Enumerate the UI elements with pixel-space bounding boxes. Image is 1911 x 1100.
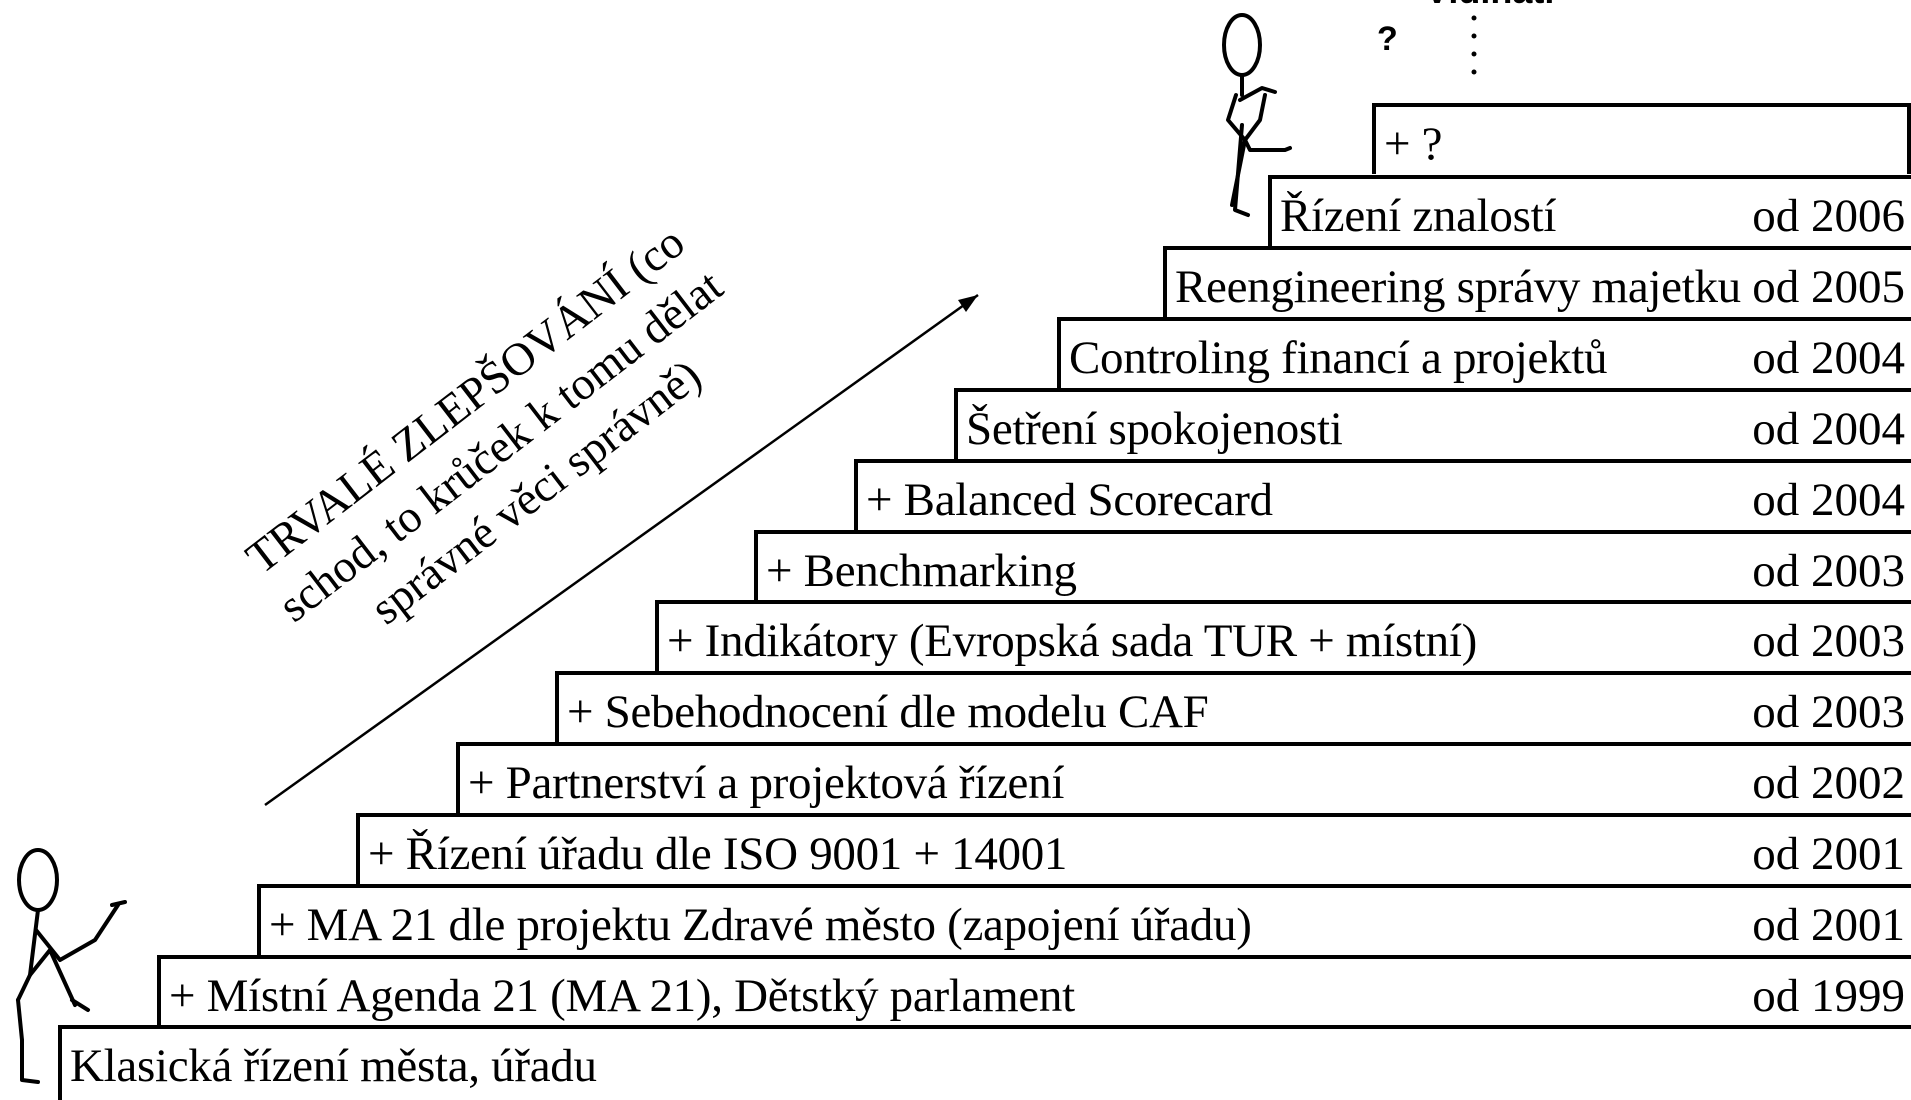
step-year: od 2004 (1752, 332, 1905, 384)
step-2: + MA 21 dle projektu Zdravé město (zapoj… (257, 884, 1911, 955)
step-year: od 2005 (1752, 261, 1905, 313)
dotted-line-icon (1471, 15, 1477, 75)
step-year: od 2003 (1752, 615, 1905, 667)
step-5: + Sebehodnocení dle modelu CAF od 2003 (555, 671, 1911, 742)
step-7: + Benchmarking od 2003 (754, 530, 1911, 601)
step-label: Řízení znalostí (1280, 190, 1557, 242)
step-label: + MA 21 dle projektu Zdravé město (zapoj… (269, 899, 1252, 951)
progress-arrow-icon (264, 293, 979, 807)
step-year: od 1999 (1752, 970, 1905, 1022)
step-label: Reengineering správy majetku (1175, 261, 1741, 313)
step-label: + Místní Agenda 21 (MA 21), Dětstký parl… (169, 970, 1075, 1022)
step-label: + Řízení úřadu dle ISO 9001 + 14001 (368, 828, 1068, 880)
step-0: Klasická řízení města, úřadu (58, 1025, 1911, 1100)
step-label: + ? (1384, 118, 1443, 170)
step-6: + Indikátory (Evropská sada TUR + místní… (655, 600, 1911, 671)
step-label: Controling financí a projektů (1069, 332, 1608, 384)
step-3: + Řízení úřadu dle ISO 9001 + 14001 od 2… (356, 813, 1911, 884)
step-year: od 2001 (1752, 828, 1905, 880)
bottom-stick-figure-icon (16, 848, 127, 1084)
step-11: Reengineering správy majetku od 2005 (1163, 246, 1911, 317)
step-label: + Sebehodnocení dle modelu CAF (567, 686, 1209, 738)
step-8: + Balanced Scorecard od 2004 (854, 459, 1911, 530)
step-13: + ? (1372, 103, 1911, 174)
top-stick-figure-icon (1222, 13, 1292, 217)
top-word: Vidinati (1425, 0, 1554, 12)
step-year: od 2004 (1752, 474, 1905, 526)
step-10: Controling financí a projektů od 2004 (1057, 317, 1911, 388)
step-4: + Partnerství a projektová řízení od 200… (456, 742, 1911, 813)
step-year: od 2003 (1752, 545, 1905, 597)
step-label: + Indikátory (Evropská sada TUR + místní… (667, 615, 1477, 667)
step-label: + Partnerství a projektová řízení (468, 757, 1065, 809)
step-label: + Benchmarking (766, 545, 1077, 597)
step-year: od 2006 (1752, 190, 1905, 242)
step-year: od 2001 (1752, 899, 1905, 951)
step-9: Šetření spokojenosti od 2004 (954, 388, 1911, 459)
step-year: od 2004 (1752, 403, 1905, 455)
step-year: od 2003 (1752, 686, 1905, 738)
step-label: Klasická řízení města, úřadu (70, 1040, 597, 1092)
question-mark: ? (1377, 20, 1398, 58)
step-label: Šetření spokojenosti (966, 403, 1343, 455)
step-year: od 2002 (1752, 757, 1905, 809)
step-12: Řízení znalostí od 2006 (1268, 175, 1911, 246)
step-1: + Místní Agenda 21 (MA 21), Dětstký parl… (157, 955, 1911, 1026)
step-label: + Balanced Scorecard (866, 474, 1273, 526)
